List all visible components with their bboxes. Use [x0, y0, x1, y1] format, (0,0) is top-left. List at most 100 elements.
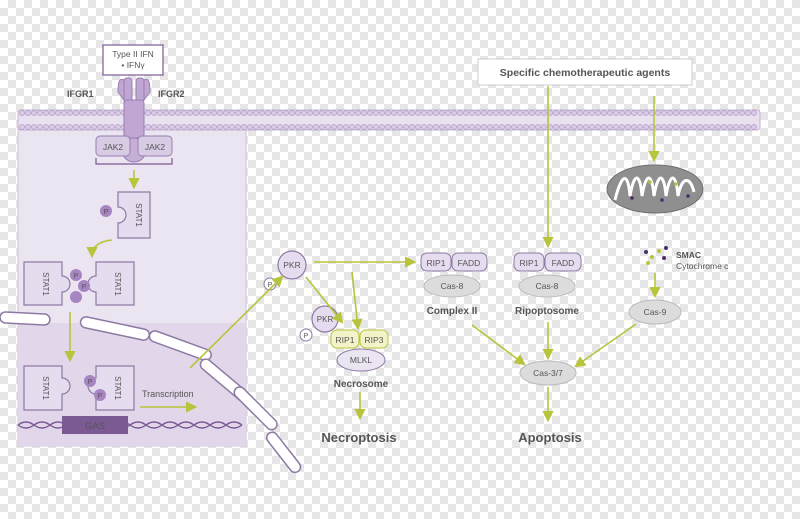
cas37-label: Cas-3/7: [533, 368, 563, 378]
membrane-bead: [283, 124, 289, 130]
membrane-bead: [499, 124, 505, 130]
membrane-bead: [223, 124, 229, 130]
membrane-bead: [199, 110, 205, 116]
membrane-bead: [169, 110, 175, 116]
mlkl-node: [336, 348, 386, 372]
membrane-bead: [55, 110, 61, 116]
membrane-bead: [157, 110, 163, 116]
membrane-bead: [169, 124, 175, 130]
membrane-bead: [301, 124, 307, 130]
membrane-bead: [637, 110, 643, 116]
membrane-bead: [217, 124, 223, 130]
membrane-bead: [307, 110, 313, 116]
membrane-bead: [289, 124, 295, 130]
ripoptosome-cas8-label: Cas-8: [536, 281, 559, 291]
membrane-bead: [577, 110, 583, 116]
membrane-bead: [187, 124, 193, 130]
membrane-bead: [715, 110, 721, 116]
phospho-4-label: P: [88, 379, 93, 386]
membrane-bead: [523, 110, 529, 116]
membrane-bead: [181, 124, 187, 130]
membrane-bead: [721, 110, 727, 116]
membrane-bead: [277, 124, 283, 130]
membrane-bead: [109, 110, 115, 116]
membrane-bead: [511, 124, 517, 130]
membrane-bead: [43, 124, 49, 130]
membrane-bead: [355, 110, 361, 116]
membrane-bead: [271, 124, 277, 130]
cell-membrane: [17, 109, 761, 131]
membrane-bead: [193, 124, 199, 130]
membrane-bead: [97, 124, 103, 130]
membrane-bead: [361, 124, 367, 130]
membrane-bead: [697, 124, 703, 130]
membrane-bead: [421, 124, 427, 130]
membrane-bead: [31, 110, 37, 116]
membrane-bead: [403, 124, 409, 130]
membrane-bead: [727, 110, 733, 116]
membrane-bead: [475, 124, 481, 130]
membrane-bead: [73, 110, 79, 116]
membrane-bead: [445, 124, 451, 130]
membrane-bead: [475, 110, 481, 116]
pkr-node: [277, 250, 307, 280]
membrane-bead: [103, 110, 109, 116]
membrane-bead: [73, 124, 79, 130]
membrane-bead: [607, 110, 613, 116]
membrane-bead: [331, 124, 337, 130]
membrane-bead: [31, 124, 37, 130]
gas-label: GAS: [85, 421, 105, 432]
membrane-bead: [19, 124, 25, 130]
membrane-bead: [349, 124, 355, 130]
membrane-bead: [115, 124, 121, 130]
membrane-bead: [409, 124, 415, 130]
membrane-bead: [145, 124, 151, 130]
membrane-bead: [703, 124, 709, 130]
membrane-bead: [463, 110, 469, 116]
membrane-bead: [661, 124, 667, 130]
ripoptosome-label: Ripoptosome: [515, 306, 579, 317]
phospho-5-label: P: [98, 393, 103, 400]
membrane-bead: [397, 110, 403, 116]
membrane-bead: [217, 110, 223, 116]
membrane-bead: [505, 110, 511, 116]
membrane-bead: [493, 124, 499, 130]
membrane-bead: [295, 124, 301, 130]
membrane-bead: [739, 110, 745, 116]
receptor-right-label: IFGR2: [158, 89, 185, 99]
stat1-monomer: [117, 191, 151, 239]
membrane-bead: [451, 124, 457, 130]
membrane-bead: [439, 110, 445, 116]
membrane-bead: [643, 110, 649, 116]
membrane-bead: [469, 124, 475, 130]
membrane-bead: [265, 110, 271, 116]
complex2-label: Complex II: [427, 306, 478, 317]
membrane-bead: [727, 124, 733, 130]
membrane-bead: [691, 110, 697, 116]
membrane-bead: [619, 110, 625, 116]
membrane-bead: [427, 110, 433, 116]
membrane-bead: [343, 124, 349, 130]
complex2-cas8-label: Cas-8: [441, 281, 464, 291]
membrane-bead: [667, 124, 673, 130]
membrane-bead: [667, 110, 673, 116]
necrosome-rip1-label: RIP1: [336, 335, 355, 345]
membrane-bead: [529, 124, 535, 130]
membrane-bead: [325, 124, 331, 130]
ripoptosome-fadd-label: FADD: [552, 258, 575, 268]
membrane-bead: [481, 124, 487, 130]
phospho-2-label: P: [74, 273, 79, 280]
membrane-bead: [571, 110, 577, 116]
receptor-left-label: IFGR1: [67, 89, 94, 99]
membrane-bead: [709, 110, 715, 116]
membrane-bead: [175, 110, 181, 116]
membrane-bead: [601, 124, 607, 130]
membrane-bead: [103, 124, 109, 130]
membrane-bead: [301, 110, 307, 116]
membrane-bead: [61, 124, 67, 130]
membrane-bead: [541, 110, 547, 116]
membrane-bead: [235, 110, 241, 116]
membrane-bead: [55, 124, 61, 130]
membrane-bead: [391, 110, 397, 116]
membrane-bead: [379, 124, 385, 130]
